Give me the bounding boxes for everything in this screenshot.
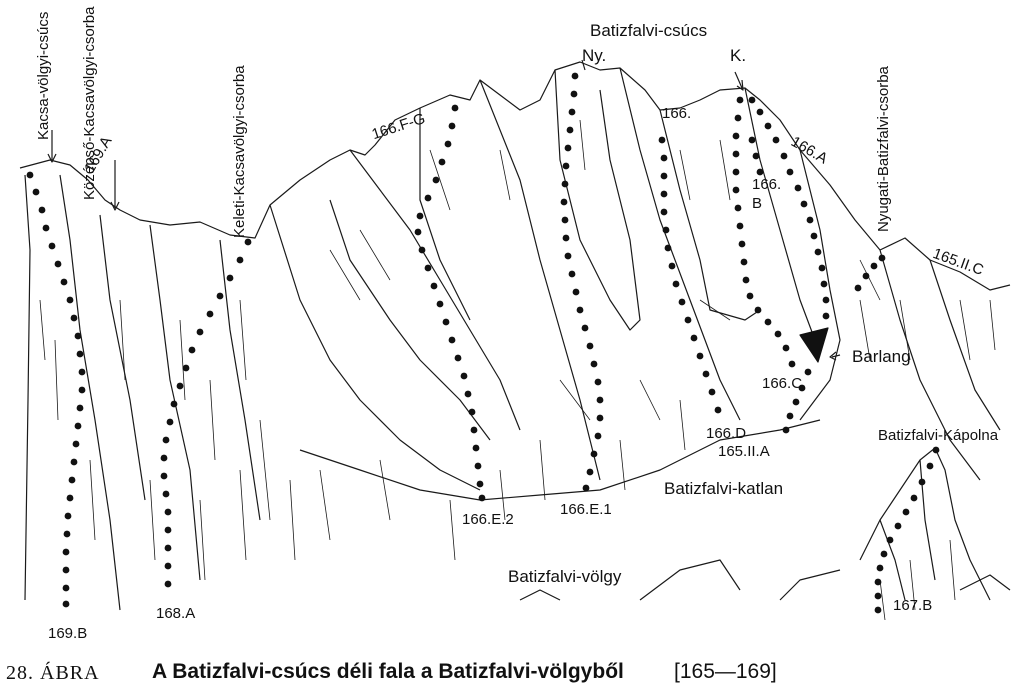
route-166A bbox=[748, 96, 830, 320]
label-ny: Ny. bbox=[582, 46, 607, 65]
climbing-routes bbox=[26, 72, 940, 614]
route-166B bbox=[748, 136, 764, 176]
route-168A bbox=[160, 238, 252, 588]
label-kacsa-volgyi-csucs: Kacsa-völgyi-csúcs bbox=[35, 11, 52, 140]
route-label-166: 166. bbox=[662, 105, 692, 122]
figure-range: [165—169] bbox=[674, 660, 777, 683]
figure-title: A Batizfalvi-csúcs déli fala a Batizfalv… bbox=[152, 660, 624, 683]
route-166FG bbox=[416, 104, 459, 220]
route-166E1 bbox=[560, 72, 604, 492]
label-batizfalvi-volgy: Batizfalvi-völgy bbox=[508, 567, 622, 586]
figure-caption: 28. ÁBRA A Batizfalvi-csúcs déli fala a … bbox=[0, 654, 1024, 694]
cave-marker bbox=[799, 327, 829, 363]
route-label-166C: 166.C bbox=[762, 375, 803, 392]
route-label-166E2: 166.E.2 bbox=[462, 511, 514, 528]
route-166 bbox=[732, 96, 796, 368]
label-batizfalvi-katlan: Batizfalvi-katlan bbox=[664, 479, 784, 498]
route-169A bbox=[26, 171, 82, 340]
label-nyugati-batizfalvi-csorba: Nyugati-Batizfalvi-csorba bbox=[875, 66, 892, 232]
route-label-167B: 167.B bbox=[893, 597, 933, 614]
route-label-166E1: 166.E.1 bbox=[560, 501, 612, 518]
route-167B bbox=[874, 446, 940, 614]
label-keleti-kacsavolgyi-csorba: Keleti-Kacsavölgyi-csorba bbox=[231, 65, 248, 238]
ridge-drawing bbox=[19, 59, 1011, 621]
label-batizfalvi-kapolna: Batizfalvi-Kápolna bbox=[878, 427, 999, 444]
route-label-169B: 169.B bbox=[48, 625, 88, 642]
label-batizfalvi-csucs: Batizfalvi-csúcs bbox=[590, 21, 708, 40]
ridge-skyline bbox=[19, 61, 1011, 291]
label-k: K. bbox=[730, 46, 747, 65]
route-label-168A: 168.A bbox=[156, 605, 196, 622]
route-label-165IIA: 165.II.A bbox=[718, 443, 770, 460]
route-166E2 bbox=[414, 228, 486, 502]
route-label-166B: 166. B bbox=[752, 176, 782, 212]
route-166C bbox=[782, 368, 812, 434]
label-barlang: Barlang bbox=[852, 347, 911, 366]
route-label-166D: 166.D bbox=[706, 425, 747, 442]
mountain-wall-sketch: Kacsa-völgyi-csúcs Középső-Kacsavölgyi-c… bbox=[19, 7, 1011, 642]
route-165IIC bbox=[854, 254, 886, 292]
route-166D bbox=[658, 136, 722, 414]
figure-number: 28. ÁBRA bbox=[6, 662, 100, 684]
route-169B bbox=[62, 350, 86, 608]
